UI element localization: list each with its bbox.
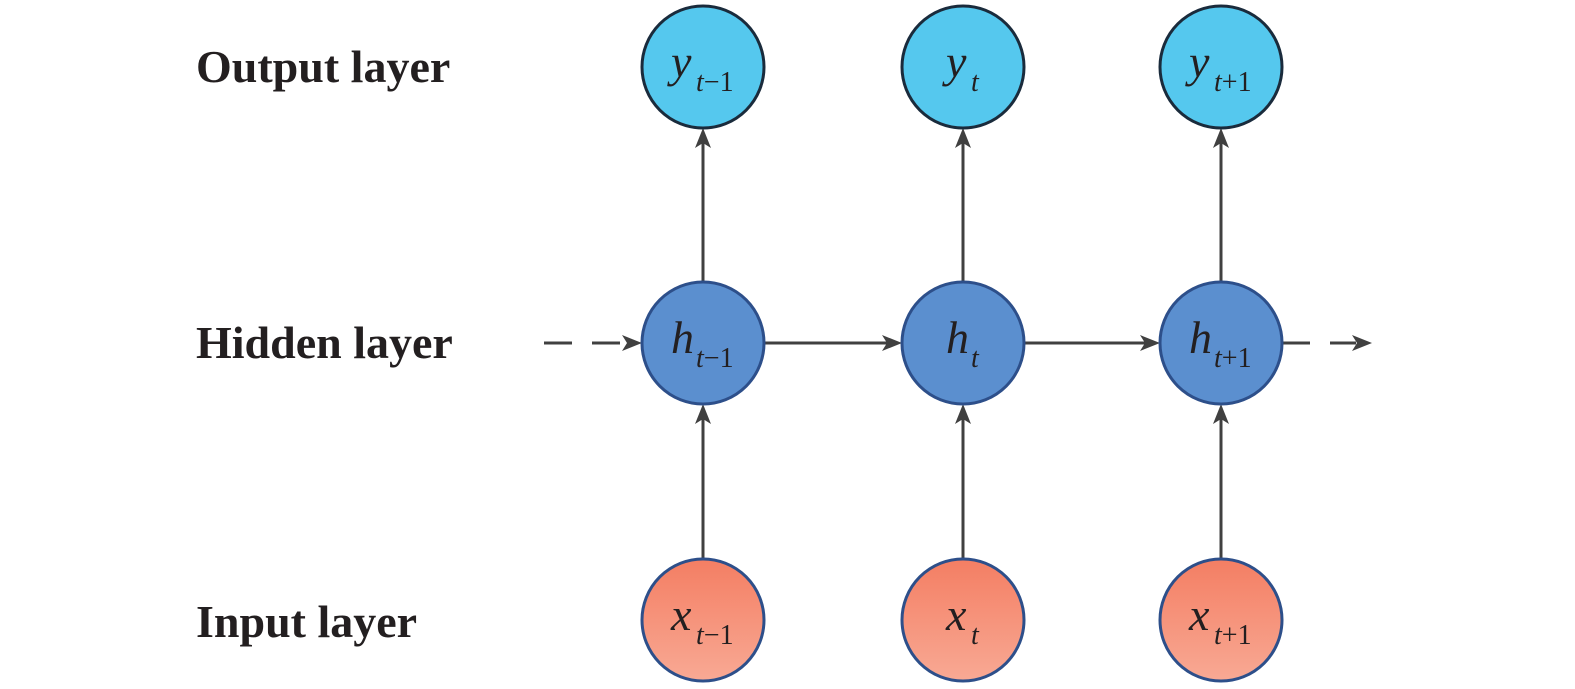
arrowhead-input-to-hidden-next: [1213, 404, 1229, 424]
input-layer-label: Input layer: [196, 596, 417, 647]
output-node-circle-current: [900, 4, 1026, 130]
input-node-circle-current: [900, 557, 1026, 683]
arrowhead-hidden-to-output-current: [955, 128, 971, 148]
hidden-node-circle-prev: [640, 280, 766, 406]
input-node-variable-current: x: [945, 589, 967, 640]
arrowhead-hidden-to-output-next: [1213, 128, 1229, 148]
hidden-node-subscript-next: t+1: [1214, 343, 1252, 374]
arrowhead-incoming-recurrent: [622, 335, 642, 351]
hidden-node-variable-prev: h: [671, 312, 694, 363]
output-node-subscript-current: t: [971, 67, 980, 98]
arrowhead-hidden-prev-to-current: [882, 335, 902, 351]
input-node-subscript-current: t: [971, 620, 980, 651]
arrowhead-hidden-current-to-next: [1140, 335, 1160, 351]
hidden-layer-label: Hidden layer: [196, 317, 453, 368]
output-node-variable-next: y: [1185, 36, 1210, 87]
hidden-node-subscript-current: t: [971, 343, 980, 374]
input-node-variable-next: x: [1188, 589, 1210, 640]
output-layer-label: Output layer: [196, 41, 450, 92]
hidden-node-subscript-prev: t−1: [696, 343, 734, 374]
hidden-node-variable-next: h: [1189, 312, 1212, 363]
hidden-node-variable-current: h: [946, 312, 969, 363]
input-node-circle-prev: [640, 557, 766, 683]
input-node-subscript-next: t+1: [1214, 620, 1252, 651]
input-node-subscript-prev: t−1: [696, 620, 734, 651]
input-node-variable-prev: x: [670, 589, 692, 640]
arrowhead-input-to-hidden-current: [955, 404, 971, 424]
output-node-subscript-next: t+1: [1214, 67, 1252, 98]
output-node-subscript-prev: t−1: [696, 67, 734, 98]
output-node-circle-prev: [640, 4, 766, 130]
arrowhead-input-to-hidden-prev: [695, 404, 711, 424]
output-node-variable-prev: y: [667, 36, 692, 87]
arrowhead-hidden-to-output-prev: [695, 128, 711, 148]
connection-arrows: [544, 128, 1372, 559]
output-node-circle-next: [1158, 4, 1284, 130]
hidden-node-circle-next: [1158, 280, 1284, 406]
hidden-node-circle-current: [900, 280, 1026, 406]
input-node-circle-next: [1158, 557, 1284, 683]
arrowhead-outgoing-recurrent: [1352, 335, 1372, 351]
output-node-variable-current: y: [942, 36, 967, 87]
